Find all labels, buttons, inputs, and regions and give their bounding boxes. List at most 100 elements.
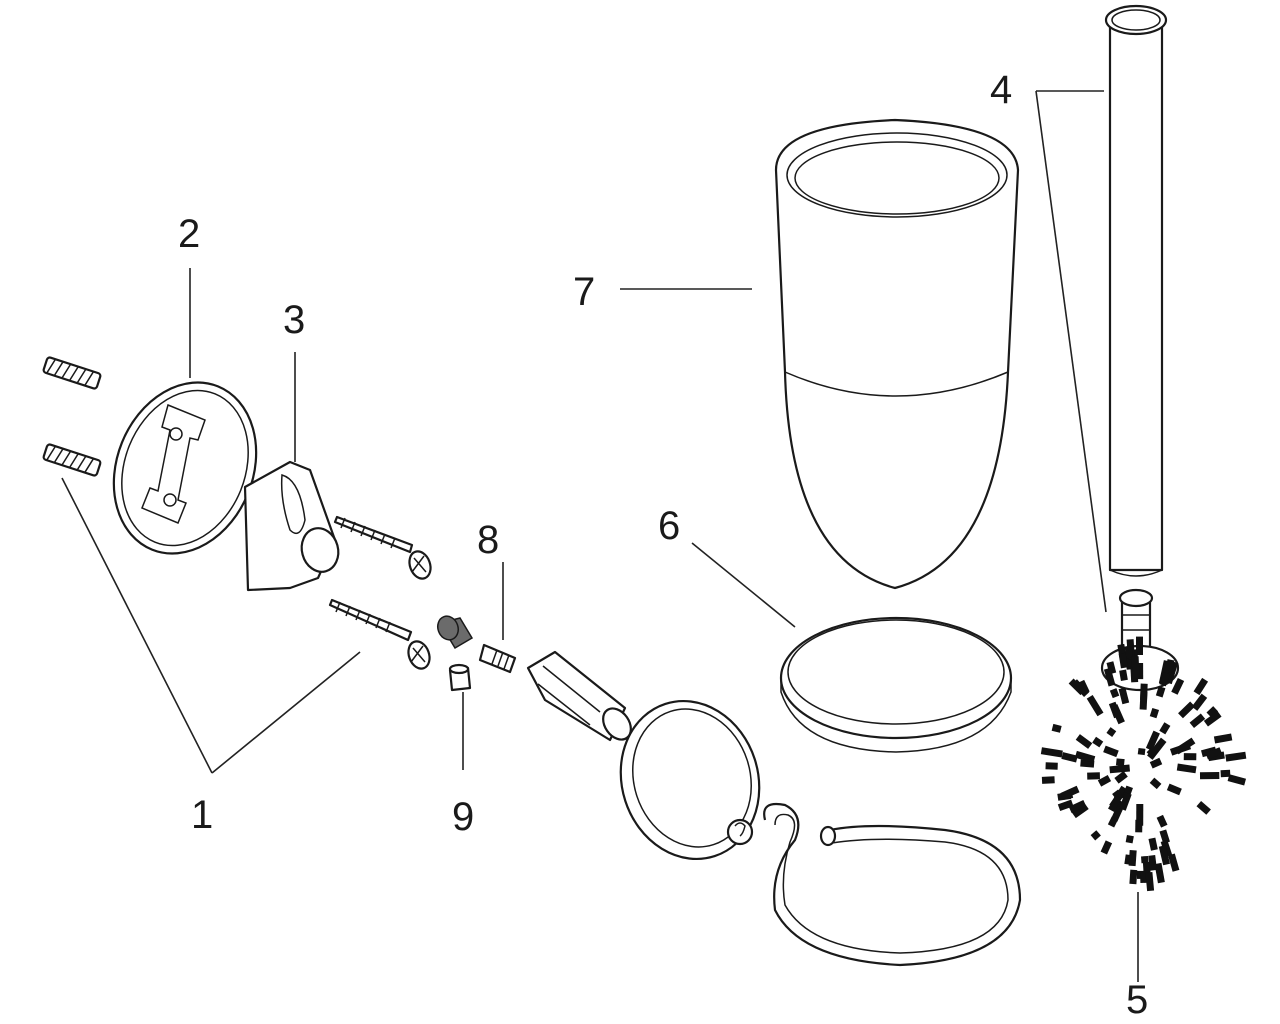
bristle bbox=[1149, 707, 1160, 719]
bristle bbox=[1168, 853, 1180, 872]
bristle bbox=[1075, 734, 1093, 749]
screw-lower bbox=[328, 598, 431, 670]
bristle bbox=[1118, 652, 1128, 669]
bristle bbox=[1220, 769, 1231, 778]
bristle bbox=[1137, 747, 1146, 756]
bristle bbox=[1129, 869, 1138, 885]
bristle bbox=[1146, 747, 1157, 758]
bristle bbox=[1086, 694, 1104, 717]
bristle bbox=[1068, 800, 1087, 814]
bristle bbox=[1156, 814, 1168, 828]
bristle bbox=[1060, 785, 1080, 800]
bristle bbox=[1206, 706, 1218, 718]
brush-handle bbox=[1104, 4, 1168, 577]
glass-container bbox=[774, 118, 1020, 590]
brush-head bbox=[1040, 588, 1247, 892]
bristle bbox=[1125, 834, 1134, 844]
bristle bbox=[1149, 777, 1162, 790]
bristle bbox=[1139, 691, 1148, 710]
mounting-plate bbox=[112, 381, 258, 555]
callout-4: 4 bbox=[990, 68, 1013, 112]
bristle bbox=[1041, 776, 1055, 784]
leader-6 bbox=[691, 542, 796, 628]
bristle bbox=[1225, 751, 1247, 762]
bristle bbox=[1119, 792, 1132, 811]
bristle bbox=[1071, 803, 1089, 819]
holder-ring bbox=[763, 802, 1022, 967]
leader-1a bbox=[61, 477, 213, 774]
glass-ring bbox=[779, 616, 1013, 753]
bristle bbox=[1109, 764, 1131, 774]
bristle bbox=[1203, 710, 1222, 727]
bristle bbox=[1115, 758, 1125, 767]
bristle bbox=[1193, 677, 1209, 696]
bristle bbox=[1159, 722, 1171, 735]
bristle bbox=[1131, 656, 1140, 679]
bristle bbox=[1080, 759, 1095, 768]
callout-1: 1 bbox=[191, 793, 214, 837]
bristle bbox=[1189, 713, 1206, 729]
callout-5: 5 bbox=[1126, 978, 1149, 1022]
bristle bbox=[1124, 854, 1133, 865]
bristle bbox=[1159, 672, 1171, 687]
bristle bbox=[1068, 678, 1086, 696]
bristle bbox=[1077, 679, 1090, 695]
bristle bbox=[1119, 669, 1128, 682]
leader-lines bbox=[61, 90, 1139, 982]
callout-8: 8 bbox=[477, 518, 500, 562]
bristle bbox=[1090, 830, 1101, 841]
bristle bbox=[1108, 795, 1122, 812]
bristle bbox=[1061, 752, 1078, 763]
wall-bracket bbox=[243, 460, 340, 592]
bristle bbox=[1097, 775, 1112, 787]
leader-4b bbox=[1035, 90, 1107, 613]
bristle bbox=[1109, 688, 1120, 699]
holder-dome bbox=[619, 699, 761, 861]
bristle bbox=[1114, 771, 1128, 784]
wall-plug-upper bbox=[42, 356, 102, 390]
bristle bbox=[1124, 646, 1133, 659]
bristle bbox=[1178, 701, 1196, 719]
bristle bbox=[1196, 800, 1211, 815]
grub-screw-8 bbox=[478, 643, 517, 674]
bristle bbox=[1107, 816, 1119, 828]
callout-2: 2 bbox=[178, 212, 201, 256]
bristle bbox=[1148, 837, 1158, 851]
bristle bbox=[1227, 774, 1247, 786]
wall-plug-lower bbox=[42, 443, 102, 477]
bristle bbox=[1166, 783, 1182, 796]
bristle bbox=[1118, 687, 1130, 705]
bristle bbox=[1110, 704, 1125, 725]
bristle bbox=[1100, 840, 1113, 855]
bristle bbox=[1141, 855, 1149, 864]
screw-upper bbox=[333, 515, 432, 580]
bristle bbox=[1106, 727, 1117, 737]
bristle bbox=[1154, 862, 1165, 884]
bristle bbox=[1176, 763, 1197, 774]
bristle bbox=[1106, 661, 1117, 675]
cap-9 bbox=[448, 663, 472, 692]
bristle bbox=[1145, 730, 1160, 751]
bristle bbox=[1171, 677, 1185, 695]
bristle bbox=[1213, 733, 1233, 744]
set-screw-cap bbox=[436, 615, 474, 650]
bristle bbox=[1103, 745, 1119, 758]
callout-9: 9 bbox=[452, 795, 475, 839]
connector-sleeve bbox=[526, 650, 632, 742]
bristle bbox=[1205, 747, 1223, 760]
bristle bbox=[1051, 723, 1062, 733]
callout-3: 3 bbox=[283, 298, 306, 342]
bristle bbox=[1149, 757, 1163, 769]
bristle bbox=[1092, 736, 1104, 748]
bristle bbox=[1057, 799, 1074, 811]
callout-6: 6 bbox=[658, 504, 681, 548]
bristle bbox=[1155, 686, 1166, 698]
bristle bbox=[1103, 667, 1116, 687]
bristle bbox=[1145, 871, 1155, 892]
bristle bbox=[1128, 849, 1137, 867]
bristle bbox=[1159, 829, 1170, 844]
bristle bbox=[1174, 737, 1196, 755]
bristle bbox=[1191, 693, 1208, 711]
bristle bbox=[1074, 750, 1096, 763]
